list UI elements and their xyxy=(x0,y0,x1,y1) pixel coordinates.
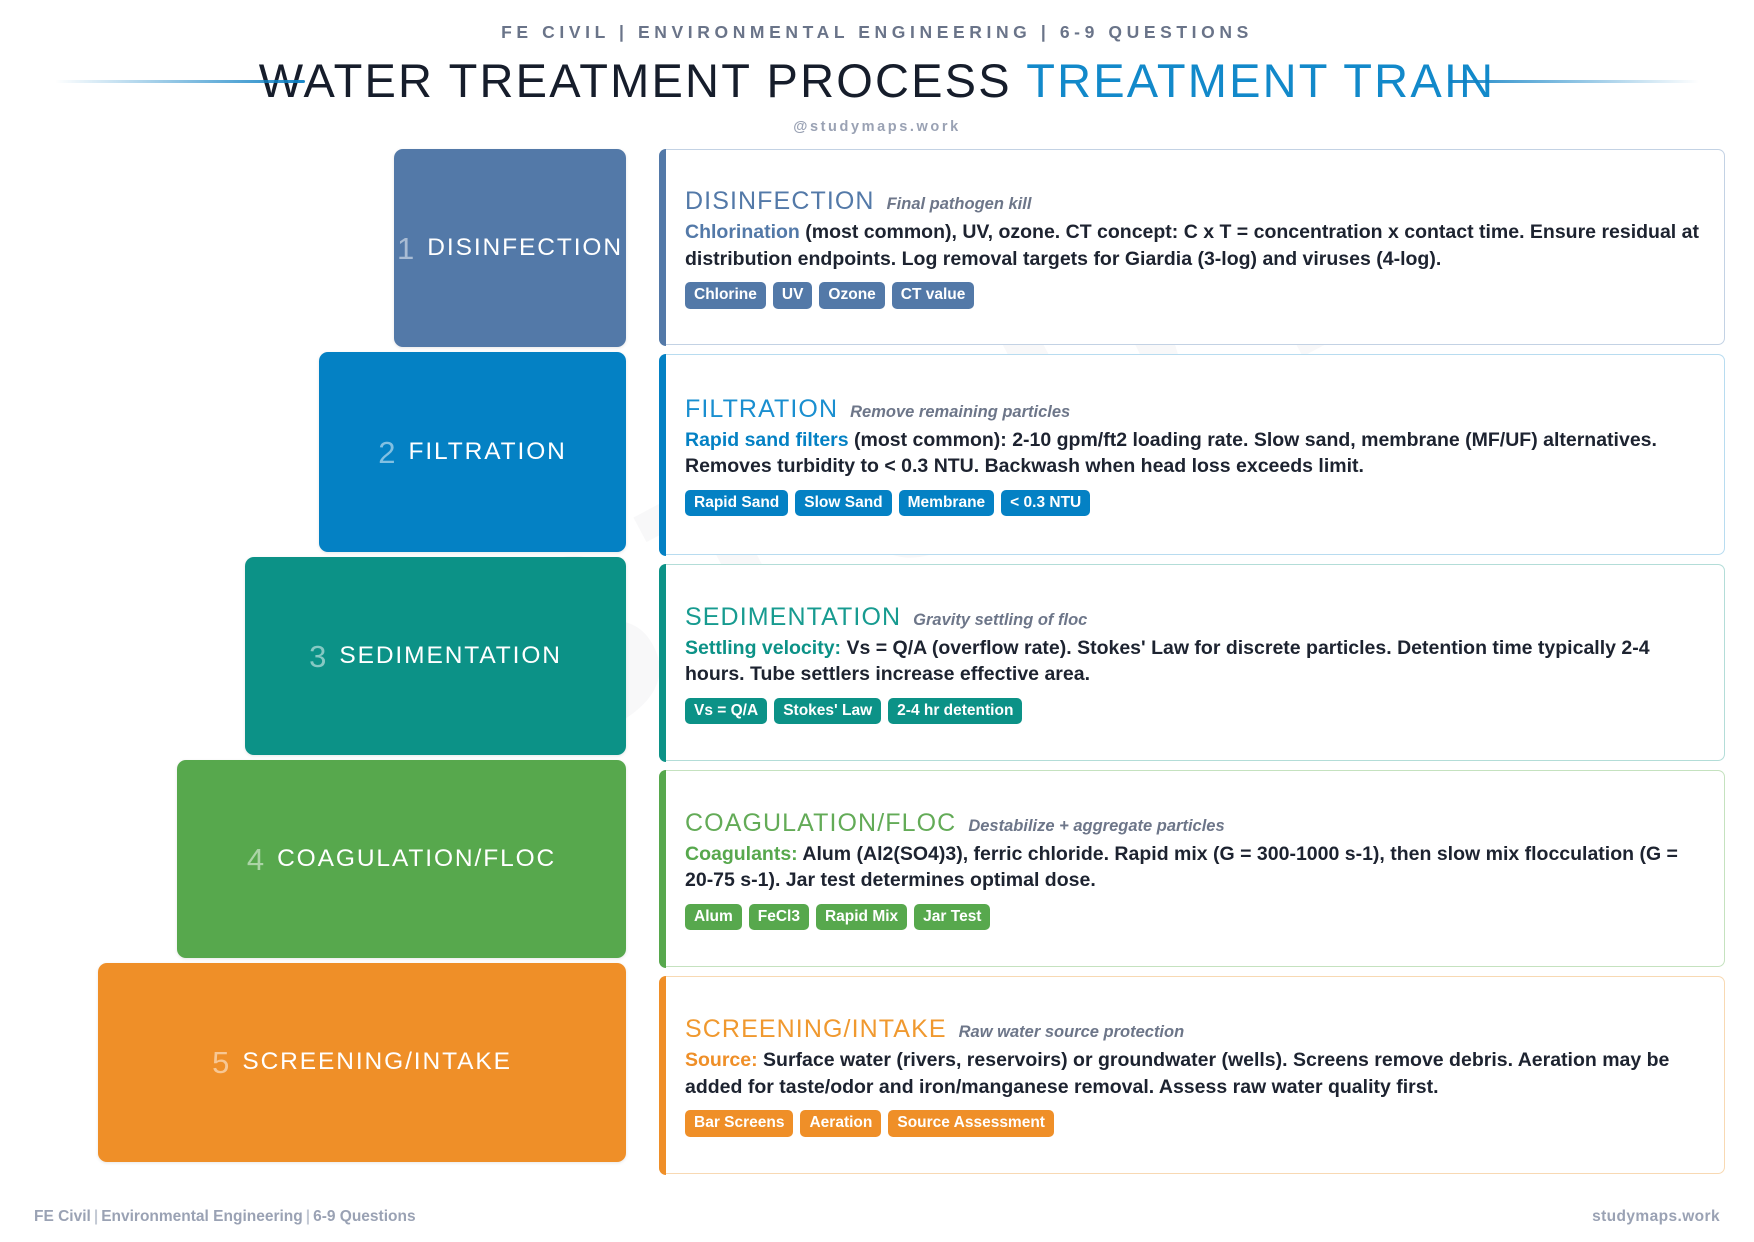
card-body: Rapid sand filters (most common): 2-10 g… xyxy=(685,427,1702,480)
card-tag[interactable]: Slow Sand xyxy=(795,489,892,517)
stage-number: 3 xyxy=(309,638,327,674)
footer-separator-1: | xyxy=(93,1208,99,1225)
card-header: SEDIMENTATION Gravity settling of floc xyxy=(685,603,1702,632)
title-row: WATER TREATMENT PROCESS TREATMENT TRAIN xyxy=(0,49,1754,111)
header-rule-right xyxy=(1449,80,1699,83)
card-tag[interactable]: Rapid Sand xyxy=(685,489,789,517)
card-body-text: Surface water (rivers, reservoirs) or gr… xyxy=(685,1049,1670,1098)
card-tag[interactable]: Chlorine xyxy=(685,282,766,309)
card-body-text: (most common), UV, ozone. CT concept: C … xyxy=(685,221,1699,270)
card-body: Source: Surface water (rivers, reservoir… xyxy=(685,1047,1702,1100)
detail-card-screening-intake[interactable]: SCREENING/INTAKE Raw water source protect… xyxy=(659,975,1725,1175)
pyramid-stage-screening-intake[interactable]: 5 SCREENING/INTAKE xyxy=(98,963,626,1162)
card-accent-bar xyxy=(659,353,666,556)
page-title-primary: WATER TREATMENT PROCESS xyxy=(258,53,1012,107)
card-tag[interactable]: Stokes' Law xyxy=(774,697,882,725)
page-footer: FE Civil|Environmental Engineering|6-9 Q… xyxy=(0,1208,1754,1226)
stage-number: 5 xyxy=(212,1045,230,1080)
card-tag[interactable]: < 0.3 NTU xyxy=(1001,489,1091,517)
card-body-lead: Settling velocity: xyxy=(685,636,842,659)
card-subtitle: Remove remaining particles xyxy=(850,402,1071,421)
card-title: COAGULATION/FLOC xyxy=(685,808,957,837)
card-header: COAGULATION/FLOC Destabilize + aggregate … xyxy=(685,809,1702,838)
footer-topic: Environmental Engineering xyxy=(101,1208,303,1225)
stage-number: 2 xyxy=(378,434,396,470)
stage-number: 1 xyxy=(397,230,415,266)
card-tag[interactable]: Jar Test xyxy=(914,903,991,931)
page-title: WATER TREATMENT PROCESS TREATMENT TRAIN xyxy=(259,53,1496,108)
stage-label: DISINFECTION xyxy=(427,233,623,261)
page-header: FE CIVIL | ENVIRONMENTAL ENGINEERING | 6… xyxy=(0,0,1754,135)
card-body-lead: Coagulants: xyxy=(685,842,798,865)
card-tag[interactable]: Aeration xyxy=(800,1110,882,1137)
footer-questions: 6-9 Questions xyxy=(313,1208,416,1225)
page-title-accent: TREATMENT TRAIN xyxy=(1026,53,1496,107)
card-subtitle: Final pathogen kill xyxy=(886,195,1032,214)
card-accent-bar xyxy=(659,148,666,346)
pyramid-stage-sedimentation[interactable]: 3 SEDIMENTATION xyxy=(245,557,626,755)
card-accent-bar xyxy=(659,975,666,1175)
card-title: SEDIMENTATION xyxy=(685,602,902,631)
footer-brand: studymaps.work xyxy=(1592,1208,1720,1225)
card-tag[interactable]: UV xyxy=(772,282,813,309)
card-subtitle: Raw water source protection xyxy=(958,1023,1185,1042)
pyramid-stage-coagulation-floc[interactable]: 4 COAGULATION/FLOC xyxy=(177,760,626,958)
card-body: Chlorination (most common), UV, ozone. C… xyxy=(685,219,1702,272)
card-tag[interactable]: Vs = Q/A xyxy=(685,697,768,725)
footer-left: FE Civil|Environmental Engineering|6-9 Q… xyxy=(34,1208,416,1226)
card-body: Settling velocity: Vs = Q/A (overflow ra… xyxy=(685,635,1702,688)
pyramid-stage-filtration[interactable]: 2 FILTRATION xyxy=(319,352,626,552)
footer-exam: FE Civil xyxy=(34,1208,91,1225)
card-body-text: Alum (Al2(SO4)3), ferric chloride. Rapid… xyxy=(685,842,1678,892)
card-header: DISINFECTION Final pathogen kill xyxy=(685,187,1702,216)
handle-text: @studymaps.work xyxy=(793,119,961,135)
stage-number: 4 xyxy=(246,841,265,877)
detail-card-coagulation-floc[interactable]: COAGULATION/FLOC Destabilize + aggregate … xyxy=(659,769,1725,968)
card-body-lead: Rapid sand filters xyxy=(685,428,849,451)
card-body-lead: Source: xyxy=(685,1049,758,1072)
stage-label: SEDIMENTATION xyxy=(339,641,562,669)
header-rule-left xyxy=(55,80,305,83)
card-title: SCREENING/INTAKE xyxy=(685,1015,947,1044)
card-title: DISINFECTION xyxy=(685,187,875,216)
card-subtitle: Destabilize + aggregate particles xyxy=(968,816,1225,835)
card-tag[interactable]: FeCl3 xyxy=(748,903,809,931)
card-accent-bar xyxy=(659,769,666,968)
card-tag[interactable]: Membrane xyxy=(898,489,995,517)
stage-label: FILTRATION xyxy=(408,437,567,465)
footer-separator-2: | xyxy=(305,1208,311,1225)
stage-label: COAGULATION/FLOC xyxy=(277,844,557,872)
card-header: SCREENING/INTAKE Raw water source protect… xyxy=(685,1015,1702,1044)
card-title: FILTRATION xyxy=(685,394,839,423)
card-body: Coagulants: Alum (Al2(SO4)3), ferric chl… xyxy=(685,841,1702,894)
card-accent-bar xyxy=(659,563,666,762)
card-tag[interactable]: Bar Screens xyxy=(685,1110,794,1137)
card-tag[interactable]: CT value xyxy=(891,282,975,309)
card-header: FILTRATION Remove remaining particles xyxy=(685,395,1702,424)
card-tag[interactable]: Ozone xyxy=(819,282,885,309)
card-subtitle: Gravity settling of floc xyxy=(913,610,1088,629)
card-tag[interactable]: Rapid Mix xyxy=(815,903,908,931)
card-body-text: (most common): 2-10 gpm/ft2 loading rate… xyxy=(685,428,1657,478)
pyramid-stage-disinfection[interactable]: 1 DISINFECTION xyxy=(394,149,626,347)
card-body-text: Vs = Q/A (overflow rate). Stokes' Law fo… xyxy=(685,636,1650,686)
stage-label: SCREENING/INTAKE xyxy=(242,1048,512,1076)
header-kicker: FE CIVIL | ENVIRONMENTAL ENGINEERING | 6… xyxy=(501,22,1253,42)
card-tag[interactable]: Alum xyxy=(685,903,742,931)
card-tag[interactable]: 2-4 hr detention xyxy=(888,697,1023,725)
card-tag[interactable]: Source Assessment xyxy=(888,1110,1054,1137)
card-body-lead: Chlorination xyxy=(685,221,800,244)
